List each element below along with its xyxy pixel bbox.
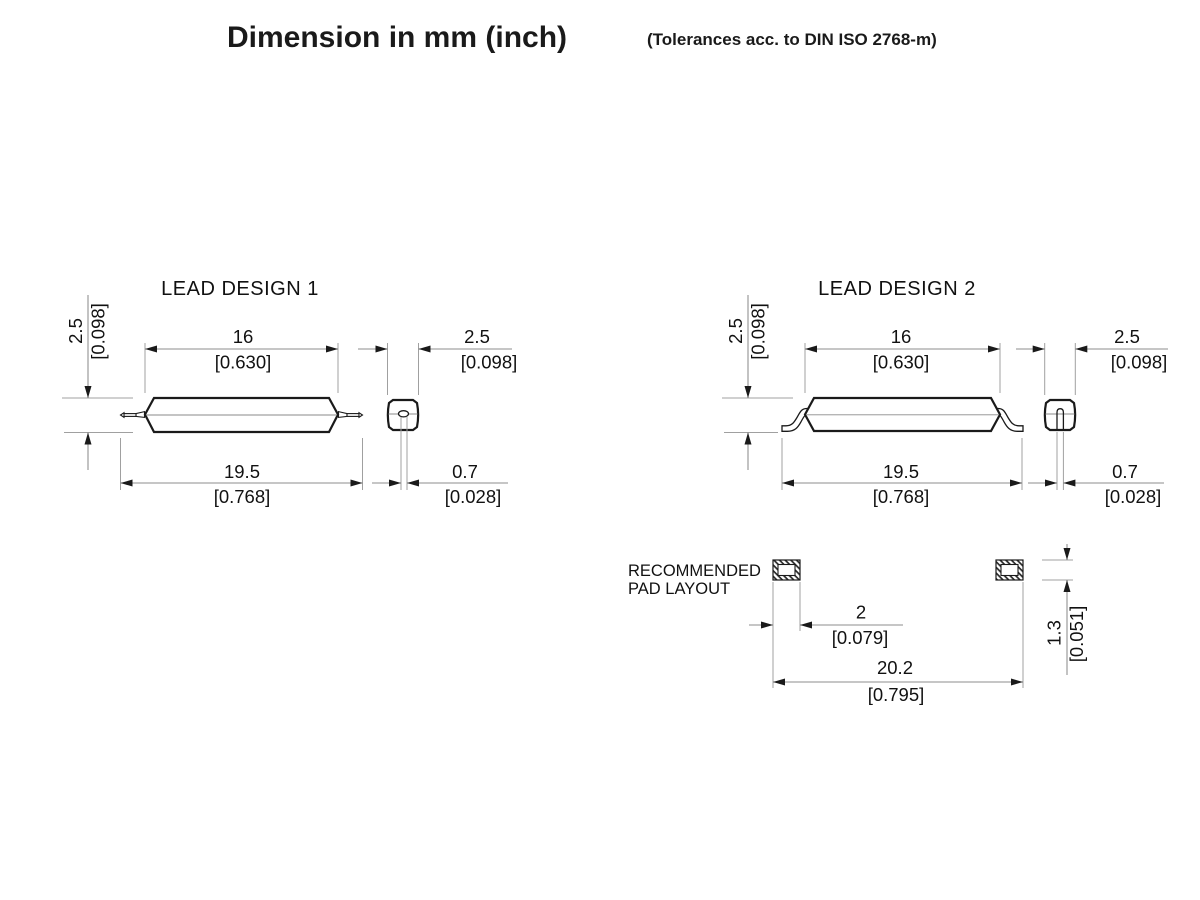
dim-inch-label: [0.051] [1066, 606, 1087, 663]
dim-body-width: 2.5 [0.098] [1016, 326, 1168, 395]
dim-glass-body-length: 16 [0.630] [144, 326, 339, 393]
dim-inch-label: [0.098] [1111, 352, 1168, 373]
dim-lead-width: 0.7 [0.028] [1028, 432, 1164, 507]
dim-mm-label: 2.5 [464, 326, 490, 347]
dim-pad-height: 1.3 [0.051] [1042, 544, 1087, 675]
dim-inch-label: [0.768] [214, 486, 271, 507]
pad-inner-area [1000, 563, 1019, 577]
lead-design-2: LEAD DESIGN 2 16 [0.630] 2.5 [0.098] [722, 278, 1168, 507]
dim-mm-label: 19.5 [883, 461, 919, 482]
lead-design-1-title: LEAD DESIGN 1 [161, 278, 319, 300]
lead-design-1: LEAD DESIGN 1 16 [0.630] 2.5 [62, 278, 517, 507]
pad-layout-label-line1: RECOMMENDED [628, 562, 761, 580]
dim-mm-label: 2.5 [1114, 326, 1140, 347]
dim-mm-label: 2.5 [65, 318, 86, 344]
dim-mm-label: 16 [891, 326, 912, 347]
reed-switch-end-view-axial [386, 398, 420, 432]
left-gullwing-lead [781, 407, 809, 432]
dim-mm-label: 1.3 [1044, 620, 1065, 646]
dim-mm-label: 19.5 [224, 461, 260, 482]
dim-overall-length: 19.5 [0.768] [781, 438, 1023, 507]
left-lead-cone [135, 410, 146, 419]
reed-switch-end-view-smd [1043, 398, 1077, 432]
right-lead-tip [358, 411, 364, 419]
left-lead-tip [119, 411, 125, 419]
pad-layout-label-line2: PAD LAYOUT [628, 580, 730, 598]
bent-lead-cross-section [1056, 408, 1065, 430]
dim-mm-label: 0.7 [452, 461, 478, 482]
right-gullwing-lead [996, 407, 1024, 432]
solder-pad-left [772, 559, 801, 581]
right-lead-cone [337, 410, 348, 419]
right-lead-wire [346, 413, 360, 417]
pad-layout: RECOMMENDED PAD LAYOUT 2 [0.079] 20.2 [0… [628, 544, 1087, 705]
dim-mm-label: 20.2 [877, 657, 913, 678]
page-title: Dimension in mm (inch) (Tolerances acc. … [227, 21, 937, 54]
dim-inch-label: [0.098] [461, 352, 518, 373]
dim-inch-label: [0.028] [445, 486, 502, 507]
dim-inch-label: [0.098] [748, 303, 769, 360]
dim-overall-span: 20.2 [0.795] [773, 582, 1024, 705]
solder-pad-right [995, 559, 1024, 581]
dim-mm-label: 16 [233, 326, 254, 347]
page-title-tolerance-note: (Tolerances acc. to DIN ISO 2768-m) [647, 30, 937, 49]
page-title-main: Dimension in mm (inch) [227, 21, 567, 54]
dim-inch-label: [0.630] [873, 352, 930, 373]
dim-inch-label: [0.768] [873, 486, 930, 507]
dim-inch-label: [0.098] [88, 303, 109, 360]
dim-inch-label: [0.630] [215, 352, 272, 373]
dim-glass-body-length: 16 [0.630] [804, 326, 1001, 393]
pad-inner-area [777, 563, 796, 577]
dim-inch-label: [0.028] [1105, 486, 1162, 507]
dim-body-height: 2.5 [0.098] [62, 295, 133, 470]
dim-body-width: 2.5 [0.098] [358, 326, 517, 395]
reed-switch-side-view-axial [119, 396, 364, 434]
end-view-body [1043, 398, 1077, 432]
dim-inch-label: [0.795] [868, 684, 925, 705]
dim-pad-width: 2 [0.079] [749, 582, 903, 688]
lead-cross-section [397, 410, 410, 418]
dim-body-height: 2.5 [0.098] [722, 295, 793, 470]
left-lead-wire [123, 413, 137, 417]
dim-mm-label: 0.7 [1112, 461, 1138, 482]
reed-switch-side-view-smd [781, 396, 1024, 433]
dim-lead-diameter: 0.7 [0.028] [372, 417, 508, 507]
lead-design-2-title: LEAD DESIGN 2 [818, 278, 976, 300]
dim-mm-label: 2.5 [725, 318, 746, 344]
dim-inch-label: [0.079] [832, 627, 889, 648]
dim-overall-length: 19.5 [0.768] [120, 438, 363, 507]
dim-mm-label: 2 [856, 602, 866, 623]
